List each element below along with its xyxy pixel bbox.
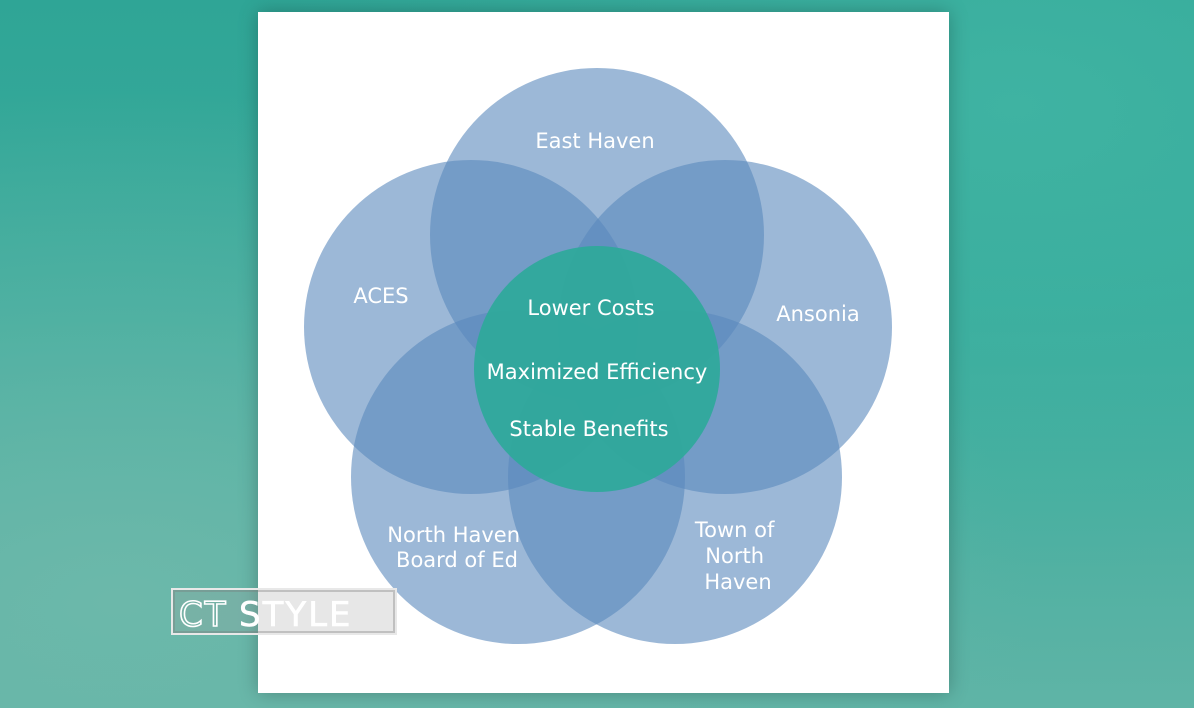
center-line-maximized-efficiency: Maximized Efficiency <box>487 360 708 384</box>
venn-diagram: East Haven ACES Ansonia North Haven Boar… <box>304 68 892 644</box>
label-line: North Haven <box>387 523 520 547</box>
label-line: Haven <box>704 570 771 594</box>
label-ansonia: Ansonia <box>776 302 859 326</box>
logo-wordmark: CT STYLE <box>178 594 353 633</box>
label-line: North <box>705 544 764 568</box>
logo-part-style: STYLE <box>239 595 353 633</box>
logo-part-ct: CT <box>179 595 228 633</box>
label-town-of-north-haven: Town of North Haven <box>694 518 781 594</box>
label-line: Board of Ed <box>396 548 518 572</box>
ctstyle-logo: CT STYLE <box>171 588 397 635</box>
center-line-lower-costs: Lower Costs <box>527 296 654 320</box>
label-line: Town of <box>694 518 775 542</box>
center-line-stable-benefits: Stable Benefits <box>509 417 668 441</box>
center-circle <box>474 246 720 492</box>
label-aces: ACES <box>353 284 408 308</box>
label-east-haven: East Haven <box>535 129 654 153</box>
diagram-panel: East Haven ACES Ansonia North Haven Boar… <box>258 12 949 693</box>
label-north-haven-board-of-ed: North Haven Board of Ed <box>387 523 526 572</box>
